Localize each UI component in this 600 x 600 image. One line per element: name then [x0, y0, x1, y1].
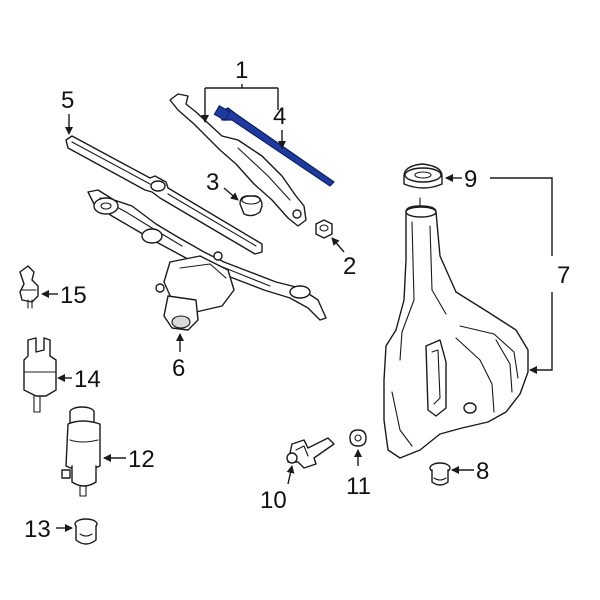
callout-6[interactable]: 6 [172, 333, 185, 382]
grommet-part[interactable] [429, 462, 451, 486]
callout-label-7: 7 [557, 262, 570, 289]
filler-cap-part[interactable] [403, 163, 443, 189]
callout-label-14: 14 [74, 366, 101, 393]
nut-part[interactable] [315, 219, 333, 239]
connector-part[interactable] [286, 437, 335, 469]
callout-label-11: 11 [346, 473, 371, 500]
callout-9[interactable]: 9 [445, 166, 477, 193]
callout-4[interactable]: 4 [273, 103, 286, 149]
callout-13[interactable]: 13 [24, 516, 73, 543]
small-grommet-part[interactable] [349, 429, 367, 447]
callout-label-15: 15 [60, 282, 87, 309]
callout-label-2: 2 [343, 253, 356, 280]
callout-1[interactable]: 1 [201, 57, 279, 123]
pump-grommet-part[interactable] [74, 518, 98, 545]
callout-12[interactable]: 12 [103, 446, 155, 473]
elbow-fitting-part[interactable] [19, 265, 39, 309]
check-valve-part[interactable] [23, 337, 57, 413]
callout-2[interactable]: 2 [331, 237, 356, 280]
washer-pump-part[interactable] [61, 406, 101, 497]
callout-label-12: 12 [128, 446, 155, 473]
callout-8[interactable]: 8 [451, 458, 489, 485]
cap-part[interactable] [239, 195, 263, 217]
callout-11[interactable]: 11 [346, 449, 371, 500]
callout-14[interactable]: 14 [57, 366, 101, 393]
callout-15[interactable]: 15 [41, 282, 87, 309]
callout-label-10: 10 [260, 487, 287, 514]
washer-reservoir-part[interactable] [383, 197, 529, 459]
callout-label-13: 13 [24, 516, 51, 543]
callout-3[interactable]: 3 [206, 169, 239, 201]
callout-label-9: 9 [464, 166, 477, 193]
wiper-blade-part[interactable] [65, 135, 263, 255]
callout-label-8: 8 [476, 458, 489, 485]
callout-label-5: 5 [61, 87, 74, 114]
callout-label-1: 1 [235, 57, 248, 84]
callout-10[interactable]: 10 [260, 465, 295, 514]
callout-7[interactable]: 7 [490, 177, 570, 374]
callout-label-4: 4 [273, 103, 286, 130]
callout-label-3: 3 [206, 169, 219, 196]
callout-5[interactable]: 5 [61, 87, 74, 135]
wiper-blade-insert-part[interactable] [213, 104, 335, 187]
wiper-linkage-motor-part[interactable] [87, 189, 327, 331]
wiper-arm-part[interactable] [169, 93, 307, 227]
callout-label-6: 6 [172, 355, 185, 382]
